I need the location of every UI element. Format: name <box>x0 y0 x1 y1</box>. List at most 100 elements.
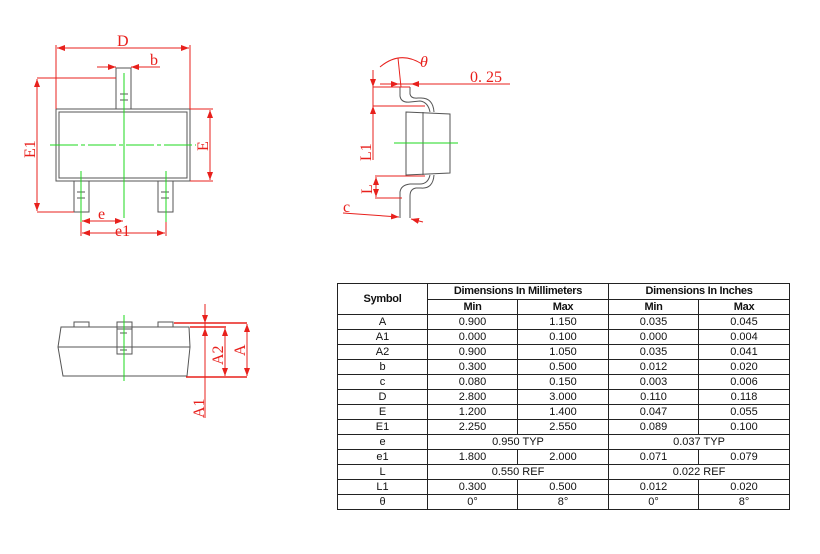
label-A2: A2 <box>210 345 227 365</box>
symbol-cell: E1 <box>337 419 428 435</box>
value-cell: 0.000 <box>608 329 700 345</box>
value-cell: 0.035 <box>608 344 700 360</box>
value-cell: 0.055 <box>698 404 791 420</box>
value-cell: 0.071 <box>608 449 700 465</box>
value-cell: 0.037 TYP <box>608 434 791 450</box>
value-cell: 0.118 <box>698 389 791 405</box>
header-in-min: Min <box>608 299 700 315</box>
value-cell: 0.041 <box>698 344 791 360</box>
lead-top <box>399 87 435 113</box>
label-b: b <box>150 52 158 69</box>
value-cell: 8° <box>516 494 610 510</box>
header-mm-max: Max <box>516 299 610 315</box>
value-cell: 0.006 <box>698 374 791 390</box>
value-cell: 0.020 <box>698 479 791 495</box>
label-E: E <box>195 141 212 151</box>
label-theta: θ <box>420 54 428 71</box>
value-cell: 0.300 <box>427 359 518 375</box>
value-cell: 1.200 <box>427 404 518 420</box>
label-A1: A1 <box>191 398 208 418</box>
value-cell: 1.150 <box>516 314 610 330</box>
header-in-max: Max <box>698 299 791 315</box>
dimensions-table: Symbol Dimensions In Millimeters Dimensi… <box>337 283 791 510</box>
value-cell: 0.500 <box>516 359 610 375</box>
value-cell: 0.950 TYP <box>426 434 610 450</box>
value-cell: 1.800 <box>427 449 518 465</box>
theta-arc <box>379 57 423 68</box>
symbol-cell: c <box>337 374 428 390</box>
value-cell: 0.500 <box>516 479 610 495</box>
value-cell: 0.089 <box>608 419 700 435</box>
label-c: c <box>343 199 350 216</box>
symbol-cell: L <box>337 464 428 480</box>
dim-c <box>342 212 400 220</box>
value-cell: 1.050 <box>516 344 610 360</box>
symbol-cell: D <box>337 389 428 405</box>
header-inches: Dimensions In Inches <box>608 283 791 300</box>
value-cell: 0.080 <box>427 374 518 390</box>
value-cell: 0.300 <box>427 479 518 495</box>
body-outline <box>405 111 451 176</box>
value-cell: 0.000 <box>427 329 518 345</box>
symbol-cell: A <box>337 314 428 330</box>
label-L: L <box>359 184 376 194</box>
value-cell: 0.035 <box>608 314 700 330</box>
value-cell: 3.000 <box>516 389 610 405</box>
value-cell: 0.550 REF <box>426 464 610 480</box>
value-cell: 0.045 <box>698 314 791 330</box>
value-cell: 0.003 <box>608 374 700 390</box>
value-cell: 0.150 <box>516 374 610 390</box>
value-cell: 0.100 <box>698 419 791 435</box>
value-cell: 2.550 <box>516 419 610 435</box>
top-view: D b E1 E e e1 <box>22 33 213 240</box>
lead-bottom <box>399 174 435 218</box>
front-view: A2 A A1 <box>57 304 250 418</box>
symbol-cell: A2 <box>337 344 428 360</box>
value-cell: 1.400 <box>516 404 610 420</box>
symbol-cell: A1 <box>337 329 428 345</box>
header-millimeters: Dimensions In Millimeters <box>426 283 610 300</box>
value-cell: 0.020 <box>698 359 791 375</box>
value-cell: 0.012 <box>608 359 700 375</box>
value-cell: 2.800 <box>427 389 518 405</box>
value-cell: 0.004 <box>698 329 791 345</box>
value-cell: 0.047 <box>608 404 700 420</box>
value-cell: 0.079 <box>698 449 791 465</box>
label-e1: e1 <box>115 223 130 240</box>
symbol-cell: e <box>337 434 428 450</box>
label-L1: L1 <box>358 143 375 161</box>
value-cell: 0.012 <box>608 479 700 495</box>
value-cell: 8° <box>698 494 791 510</box>
value-cell: 0.900 <box>427 314 518 330</box>
value-cell: 0.022 REF <box>608 464 791 480</box>
label-E1: E1 <box>22 140 39 158</box>
header-symbol: Symbol <box>337 283 428 315</box>
value-cell: 0.100 <box>516 329 610 345</box>
symbol-cell: e1 <box>337 449 428 465</box>
symbol-cell: b <box>337 359 428 375</box>
label-gauge: 0. 25 <box>470 69 502 86</box>
symbol-cell: E <box>337 404 428 420</box>
value-cell: 0.110 <box>608 389 700 405</box>
label-e: e <box>98 206 105 223</box>
symbol-cell: L1 <box>337 479 428 495</box>
value-cell: 0° <box>608 494 700 510</box>
side-view: θ 0. 25 L1 L c <box>342 54 510 224</box>
label-D: D <box>117 33 129 50</box>
label-A: A <box>232 344 249 356</box>
